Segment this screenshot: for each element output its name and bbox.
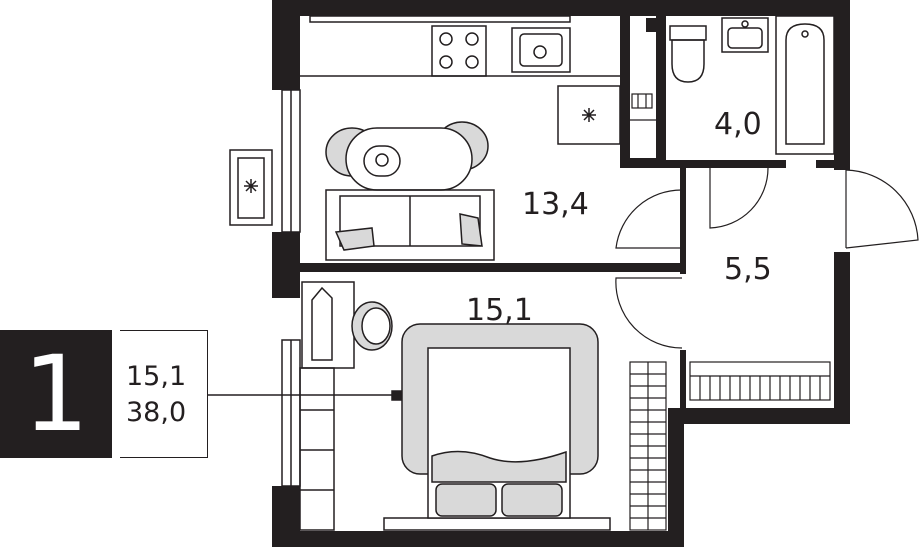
room-count: 1 <box>22 333 90 455</box>
hallway-area: 5,5 <box>724 252 772 287</box>
sofa <box>325 189 495 261</box>
desk <box>301 281 393 369</box>
bedroom-radiator <box>629 361 667 531</box>
room-count-badge: 1 <box>0 330 112 458</box>
ac-unit <box>229 149 273 226</box>
bathroom-fixtures <box>669 15 835 155</box>
kitchen-living-area: 13,4 <box>522 187 589 222</box>
windows <box>281 15 571 487</box>
doors <box>615 167 919 349</box>
interior-walls <box>300 14 836 408</box>
total-area: 38,0 <box>126 397 187 428</box>
area-summary: 15,1 38,0 <box>120 330 208 458</box>
exterior-walls <box>272 0 850 547</box>
utility-shaft <box>630 93 656 121</box>
hallway-radiator <box>689 361 831 401</box>
bed <box>401 323 599 519</box>
kitchen-counter <box>300 25 621 145</box>
bathroom-area: 4,0 <box>714 107 762 142</box>
legend-pointer <box>208 390 402 401</box>
living-area: 15,1 <box>126 361 187 392</box>
bedroom-area: 15,1 <box>466 293 533 328</box>
dining-table <box>325 121 489 191</box>
